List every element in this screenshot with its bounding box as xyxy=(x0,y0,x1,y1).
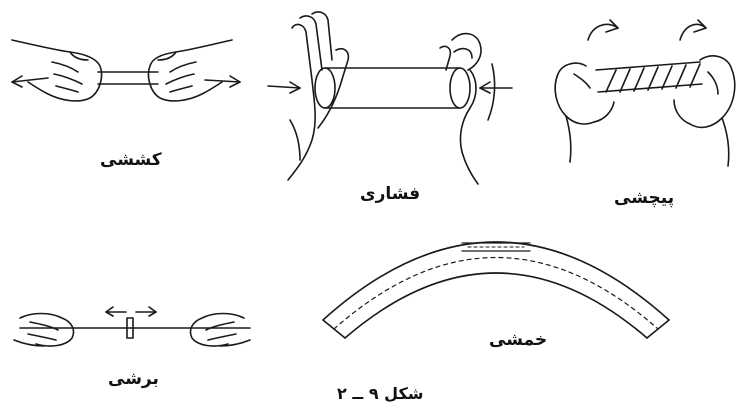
shear-illustration xyxy=(14,307,250,346)
figure-caption: شکل ۹ ــ ۲ xyxy=(337,386,424,402)
tension-illustration xyxy=(12,40,240,101)
torsion-illustration xyxy=(555,20,735,166)
shear-label: برشی xyxy=(108,371,159,388)
bending-illustration xyxy=(323,242,669,338)
compression-label: فشاری xyxy=(360,186,420,203)
compression-illustration xyxy=(268,12,512,184)
tension-label: کششی xyxy=(100,152,162,169)
torsion-label: پیچشی xyxy=(614,190,674,207)
bending-label: خمشی xyxy=(489,332,547,349)
